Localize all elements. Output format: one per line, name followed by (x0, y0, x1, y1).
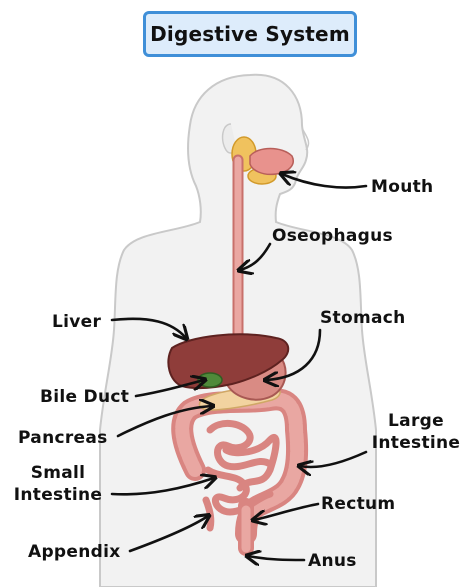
mouth-cavity (249, 147, 294, 176)
label-large-intestine-line2: Intestine (371, 433, 461, 453)
label-large-intestine: Large Intestine (366, 410, 466, 454)
arrow-stomach (266, 328, 322, 380)
pointer-arrows (110, 174, 368, 560)
arrow-liver (110, 317, 186, 338)
label-mouth: Mouth (371, 177, 434, 197)
label-stomach: Stomach (320, 308, 406, 328)
label-pancreas: Pancreas (18, 428, 108, 448)
arrow-oseophagus (240, 242, 272, 270)
label-small-intestine-line2: Intestine (13, 485, 103, 505)
arrow-large-intestine (300, 450, 368, 467)
label-appendix: Appendix (28, 542, 121, 562)
arrow-appendix (128, 516, 208, 553)
arrow-bile-duct (134, 380, 204, 398)
label-bile-duct: Bile Duct (40, 387, 130, 407)
label-rectum: Rectum (321, 494, 396, 514)
arrow-pancreas (116, 406, 212, 438)
label-liver: Liver (52, 312, 102, 332)
label-anus: Anus (308, 551, 357, 571)
label-small-intestine: Small Intestine (8, 462, 108, 506)
arrow-small-intestine (110, 478, 214, 496)
arrow-mouth (282, 174, 368, 189)
label-large-intestine-line1: Large (388, 411, 444, 431)
label-oseophagus: Oseophagus (272, 226, 393, 246)
arrow-rectum (254, 502, 320, 520)
label-small-intestine-line1: Small (30, 463, 86, 483)
diagram-title: Digestive System (143, 11, 357, 57)
arrow-anus (248, 556, 306, 560)
